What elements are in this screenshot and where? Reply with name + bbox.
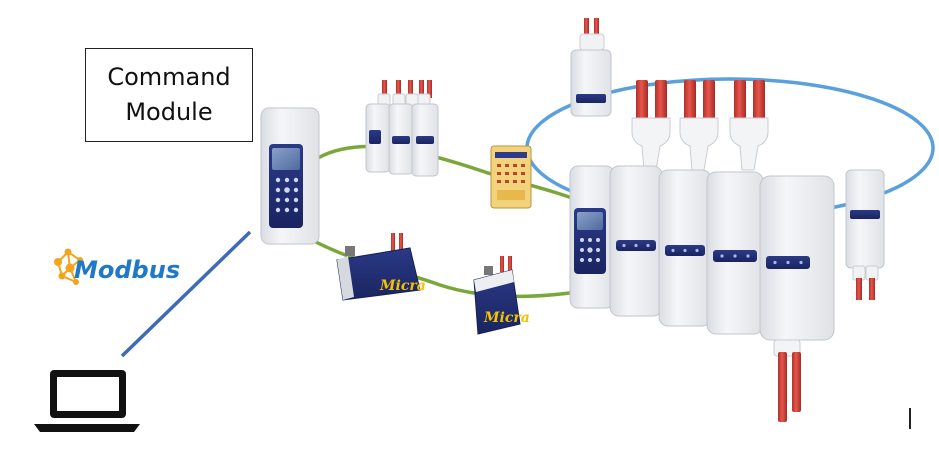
modbus-label: Modbus bbox=[74, 256, 180, 284]
modbus-logo: Modbus bbox=[54, 248, 180, 285]
detector-unit-right bbox=[845, 169, 885, 300]
micra-brand-label-2: Micra bbox=[483, 310, 530, 326]
text-cursor bbox=[909, 408, 911, 429]
command-module-device bbox=[260, 107, 320, 245]
callout-line-2: Module bbox=[125, 98, 213, 126]
micra-detector-2: Micra bbox=[473, 256, 530, 335]
network-link-upper bbox=[317, 144, 591, 207]
micra-detector-1: Micra bbox=[336, 233, 426, 301]
modbus-link-line bbox=[120, 230, 252, 358]
micra-brand-label-1: Micra bbox=[379, 278, 426, 294]
laptop-icon bbox=[34, 370, 140, 432]
command-module-callout: Command Module bbox=[85, 48, 253, 142]
status-display-unit bbox=[490, 145, 532, 209]
main-detector-bank bbox=[569, 80, 835, 422]
detector-unit-top bbox=[570, 18, 612, 117]
detector-cluster-small bbox=[365, 80, 439, 177]
callout-line-1: Command bbox=[107, 63, 231, 91]
